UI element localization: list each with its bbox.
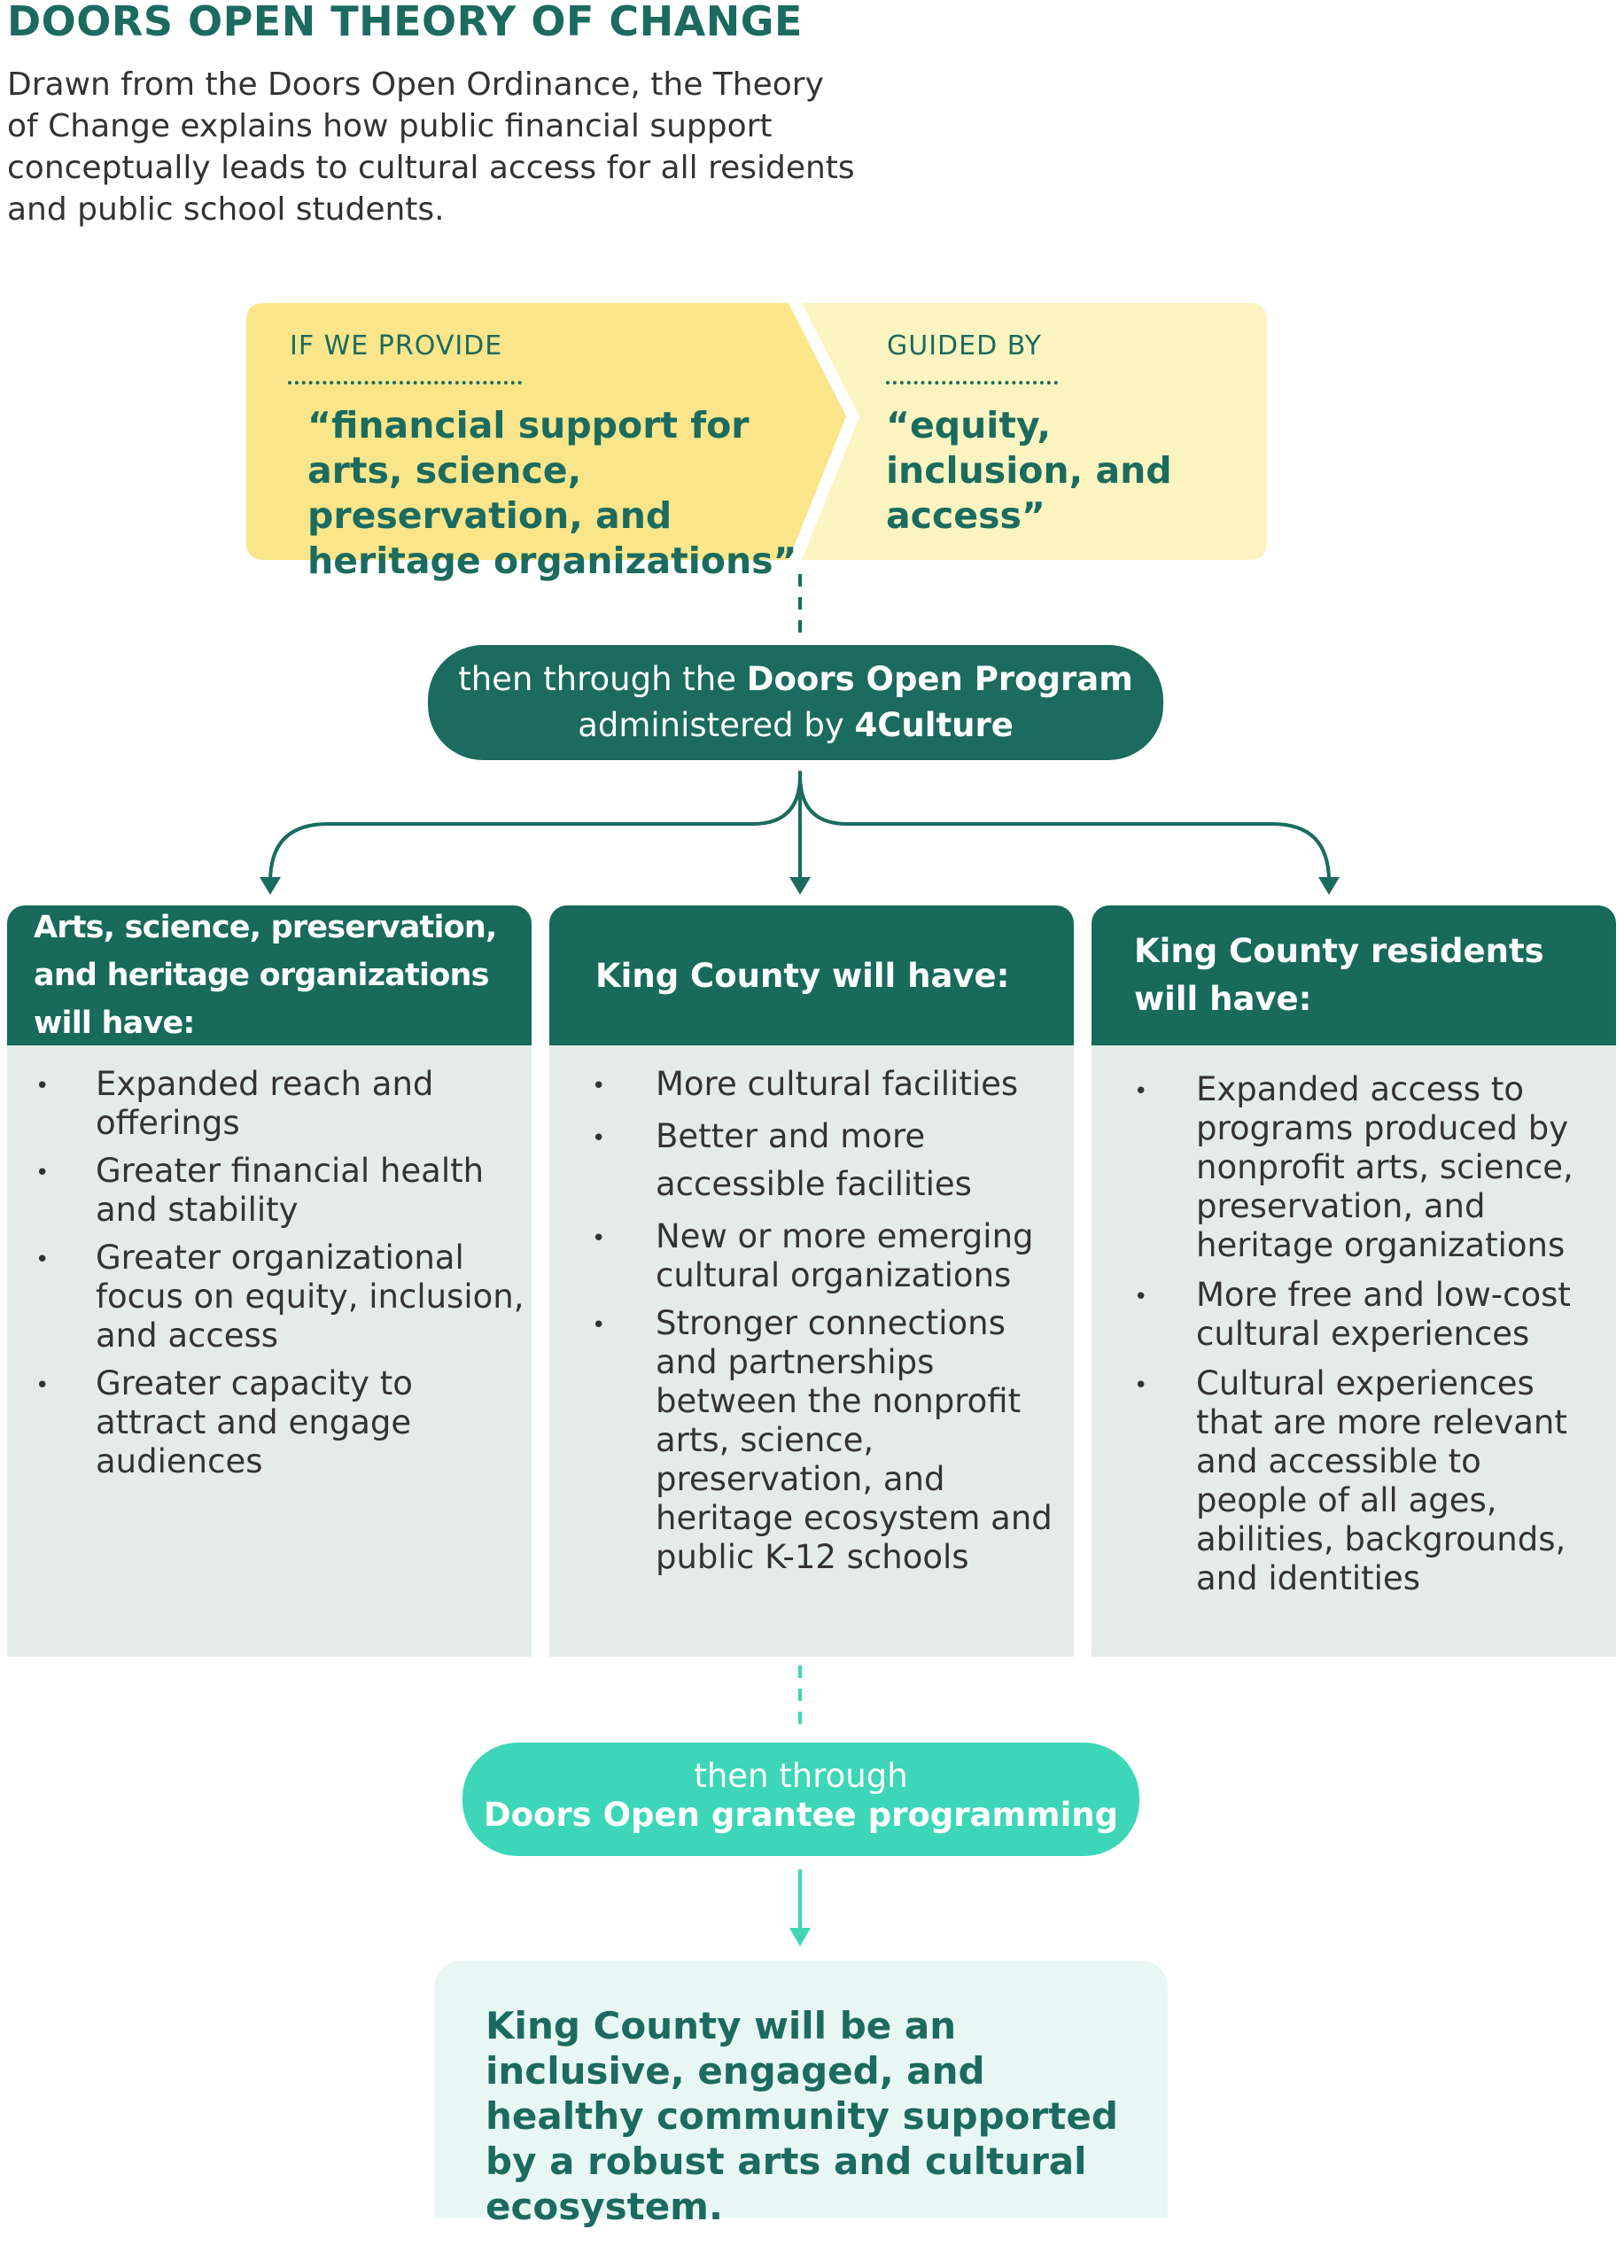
column-residents-heading: King County residents will have: [1092, 905, 1616, 1045]
organizations-list: Expanded reach and offerings Greater fin… [7, 1065, 532, 1481]
list-item: More cultural facilities [549, 1065, 1056, 1106]
grantee-pill-line2: Doors Open grantee programming [483, 1796, 1119, 1834]
arrow-left [260, 877, 281, 895]
program-pill: then through the Doors Open Program admi… [428, 645, 1163, 760]
list-item: Better and more accessible facilities [549, 1113, 1056, 1208]
list-item: New or more emerging cultural organizati… [549, 1217, 1056, 1295]
if-we-provide-dots [288, 381, 522, 384]
guided-by-quote: “equity, inclusion, and access” [886, 404, 1172, 537]
column-county-heading: King County will have: [549, 905, 1074, 1045]
outcome-text: King County will be an inclusive, engage… [486, 2004, 1118, 2228]
guided-by-dots [886, 381, 1058, 384]
page-title: DOORS OPEN THEORY OF CHANGE [7, 0, 803, 45]
left-branch-curve [268, 774, 802, 882]
column-organizations-heading: Arts, science, preservation, and heritag… [7, 905, 532, 1045]
if-we-provide-shape [246, 303, 846, 560]
arrow-right [1318, 877, 1340, 895]
list-item: Greater capacity to attract and engage a… [7, 1364, 532, 1481]
column-county-body: More cultural facilities Better and more… [549, 1045, 1074, 1657]
program-pill-line2: administered by 4Culture [578, 706, 1014, 744]
column-organizations-body: Expanded reach and offerings Greater fin… [7, 1045, 532, 1657]
list-item: Greater financial health and stability [7, 1152, 532, 1230]
list-item: More free and low-cost cultural experien… [1092, 1276, 1600, 1354]
if-we-provide-quote: “financial support for arts, science, pr… [307, 404, 797, 582]
list-item: Greater organizational focus on equity, … [7, 1239, 532, 1355]
list-item: Cultural experiences that are more relev… [1092, 1364, 1600, 1598]
county-list: More cultural facilities Better and more… [549, 1065, 1056, 1577]
arrow-outcome [789, 1928, 811, 1946]
intro-text: Drawn from the Doors Open Ordinance, the… [7, 66, 855, 228]
list-item: Stronger connections and partnerships be… [549, 1304, 1056, 1577]
list-item: Expanded access to programs produced by … [1092, 1070, 1600, 1265]
guided-by-shape [802, 303, 1267, 560]
arrow-center [789, 877, 811, 895]
if-we-provide-label: IF WE PROVIDE [290, 330, 503, 361]
column-residents-body: Expanded access to programs produced by … [1092, 1045, 1616, 1657]
outcome-box: King County will be an inclusive, engage… [434, 1961, 1168, 2228]
grantee-pill: then through Doors Open grantee programm… [462, 1743, 1139, 1856]
right-branch-curve [798, 774, 1331, 882]
program-pill-line1: then through the Doors Open Program [458, 660, 1133, 698]
provide-guided-band [246, 303, 1267, 560]
guided-by-label: GUIDED BY [887, 330, 1043, 361]
grantee-pill-line1: then through [694, 1757, 908, 1795]
list-item: Expanded reach and offerings [7, 1065, 532, 1143]
residents-list: Expanded access to programs produced by … [1092, 1070, 1600, 1598]
